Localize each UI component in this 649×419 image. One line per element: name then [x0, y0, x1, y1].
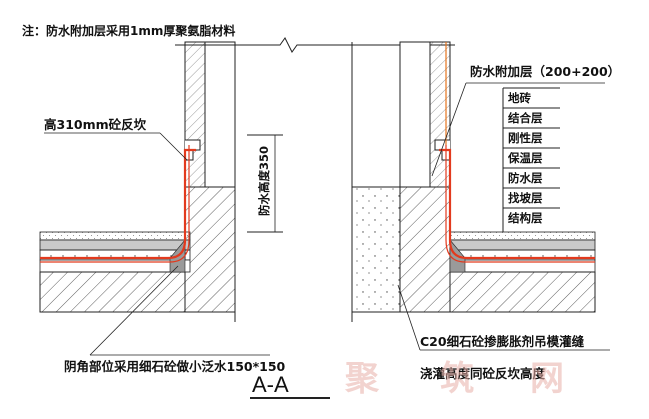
layer-label-2: 刚性层	[508, 131, 543, 145]
right-wall-inner	[399, 41, 431, 188]
waterproof-height-label: 防水高度350	[257, 146, 271, 216]
note-text: 注：防水附加层采用1mm厚聚氨脂材料	[22, 23, 235, 38]
layer-label-4: 防水层	[508, 171, 543, 185]
right-waterproof-additional	[445, 145, 595, 263]
left-concrete-curb	[184, 186, 236, 313]
layer-label-0: 地砖	[508, 91, 531, 105]
c20-concrete-fill	[351, 186, 401, 313]
right-structural-slab	[449, 271, 596, 313]
left-wall-assembly	[39, 41, 236, 313]
watermark-logo: 聚 筑 网	[344, 359, 564, 399]
layer-label-1: 结合层	[507, 111, 543, 125]
left-waterproof-additional	[40, 145, 190, 263]
right-wall-outer	[429, 41, 451, 188]
right-layer-insulation	[449, 239, 596, 251]
section-title: A-A	[252, 372, 289, 397]
corner-treatment-label: 阴角部位采用细石砼做小泛水150*150	[64, 359, 286, 374]
right-waterproof-line	[439, 148, 595, 260]
top-break-line	[175, 37, 455, 53]
curb-height-label: 高310mm砼反坎	[44, 117, 147, 132]
left-waterproof-line	[40, 148, 196, 260]
right-wall-assembly	[399, 41, 596, 313]
layer-legend	[502, 87, 560, 232]
right-layer-tile	[449, 231, 596, 241]
right-concrete-curb	[399, 186, 451, 313]
svg-text:聚: 聚	[344, 359, 380, 399]
svg-text:筑: 筑	[440, 359, 474, 399]
c20-fill-label-1: C20细石砼掺膨胀剂吊模灌缝	[420, 334, 585, 349]
svg-text:网: 网	[530, 359, 564, 399]
left-layer-insulation	[39, 239, 191, 251]
layer-label-3: 保温层	[507, 151, 543, 165]
layer-label-5: 找坡层	[508, 191, 543, 205]
left-structural-slab	[39, 271, 186, 313]
c20-fill-label-2: 浇灌高度同砼反坎高度	[420, 366, 546, 381]
left-wall-inner	[204, 41, 236, 188]
leader-lines	[44, 82, 610, 399]
layer-label-6: 结构层	[507, 211, 543, 225]
waterproof-layer-label: 防水附加层（200+200）	[470, 64, 620, 79]
left-layer-tile	[39, 231, 191, 241]
center-shaft	[175, 37, 455, 322]
left-wall-outer	[184, 41, 206, 188]
